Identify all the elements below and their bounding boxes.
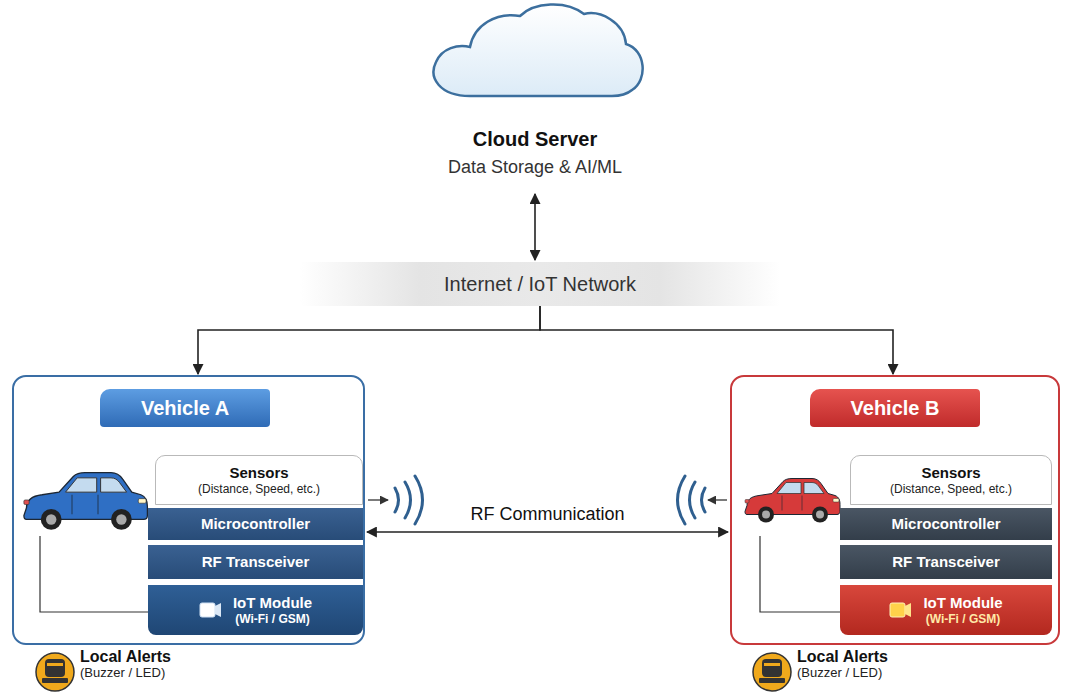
text-group: Cloud ServerData Storage & AI/ML xyxy=(448,127,622,179)
node-title: Sensors xyxy=(229,464,288,482)
node-subtitle: (Wi-Fi / GSM) xyxy=(235,612,310,626)
text-group: Sensors(Distance, Speed, etc.) xyxy=(198,464,320,496)
wire xyxy=(760,536,840,612)
node-title: Microcontroller xyxy=(891,515,1000,533)
alert-label: Local Alerts(Buzzer / LED) xyxy=(797,648,997,692)
car-b xyxy=(745,479,840,523)
edge-label: RF Communication xyxy=(466,503,628,527)
text-group: RF Transceiver xyxy=(892,553,1000,571)
node-title: Microcontroller xyxy=(201,515,310,533)
node-title: RF Transceiver xyxy=(202,553,310,571)
vehicle-tab: Vehicle A xyxy=(100,389,270,427)
node-subtitle: (Buzzer / LED) xyxy=(80,666,165,681)
text-group: IoT Module(Wi-Fi / GSM) xyxy=(233,594,312,626)
node-title: IoT Module xyxy=(923,594,1002,612)
node-title: Local Alerts xyxy=(80,648,171,666)
text-group: IoT Module(Wi-Fi / GSM) xyxy=(923,594,1002,626)
text-group: Local Alerts(Buzzer / LED) xyxy=(80,648,171,681)
connector xyxy=(534,194,536,260)
car-a xyxy=(24,473,147,530)
alert-label: Local Alerts(Buzzer / LED) xyxy=(80,648,280,692)
text-group: RF Transceiver xyxy=(202,553,310,571)
node-subtitle: Data Storage & AI/ML xyxy=(448,157,622,179)
small-arrow xyxy=(708,499,727,500)
small-arrow xyxy=(368,499,388,500)
iot-module-box: IoT Module(Wi-Fi / GSM) xyxy=(840,585,1052,635)
controller-box: Microcontroller xyxy=(840,508,1052,540)
cloud-icon xyxy=(434,4,643,96)
node-subtitle: (Distance, Speed, etc.) xyxy=(890,482,1012,496)
vehicle-panel: Vehicle B Sensors(Distance, Speed, etc.) M… xyxy=(730,375,1060,645)
text-group: Microcontroller xyxy=(201,515,310,533)
buzzer-icon xyxy=(753,653,791,691)
node-title: IoT Module xyxy=(233,594,312,612)
connector xyxy=(540,306,893,374)
text-group: Internet / IoT Network xyxy=(444,272,636,296)
transceiver-box: RF Transceiver xyxy=(840,545,1052,579)
node-title: Internet / IoT Network xyxy=(444,272,636,296)
controller-box: Microcontroller xyxy=(148,508,363,540)
vehicle-tab: Vehicle B xyxy=(810,389,980,427)
network-band: Internet / IoT Network xyxy=(300,262,780,306)
connector xyxy=(198,306,540,374)
text-group: Sensors(Distance, Speed, etc.) xyxy=(890,464,1012,496)
vehicle-panel: Vehicle A Sensors(Distance, Speed, etc.) M… xyxy=(12,375,365,645)
node-title: Local Alerts xyxy=(797,648,888,666)
iot-module-box: IoT Module(Wi-Fi / GSM) xyxy=(148,585,363,635)
node-subtitle: (Distance, Speed, etc.) xyxy=(198,482,320,496)
wire xyxy=(40,536,148,612)
node-subtitle: (Buzzer / LED) xyxy=(797,666,882,681)
module-icon xyxy=(199,600,223,620)
sensor-box: Sensors(Distance, Speed, etc.) xyxy=(155,455,363,505)
transceiver-box: RF Transceiver xyxy=(148,545,363,579)
module-icon xyxy=(889,600,913,620)
connector xyxy=(367,531,728,533)
node-subtitle: (Wi-Fi / GSM) xyxy=(926,612,1001,626)
text-group: Microcontroller xyxy=(891,515,1000,533)
node-title: RF Transceiver xyxy=(892,553,1000,571)
sensor-box: Sensors(Distance, Speed, etc.) xyxy=(850,455,1052,505)
cloud-server: Cloud ServerData Storage & AI/ML xyxy=(400,118,670,188)
text-group: Local Alerts(Buzzer / LED) xyxy=(797,648,888,681)
node-title: Cloud Server xyxy=(473,127,597,151)
buzzer-icon xyxy=(36,653,74,691)
node-title: Sensors xyxy=(921,464,980,482)
